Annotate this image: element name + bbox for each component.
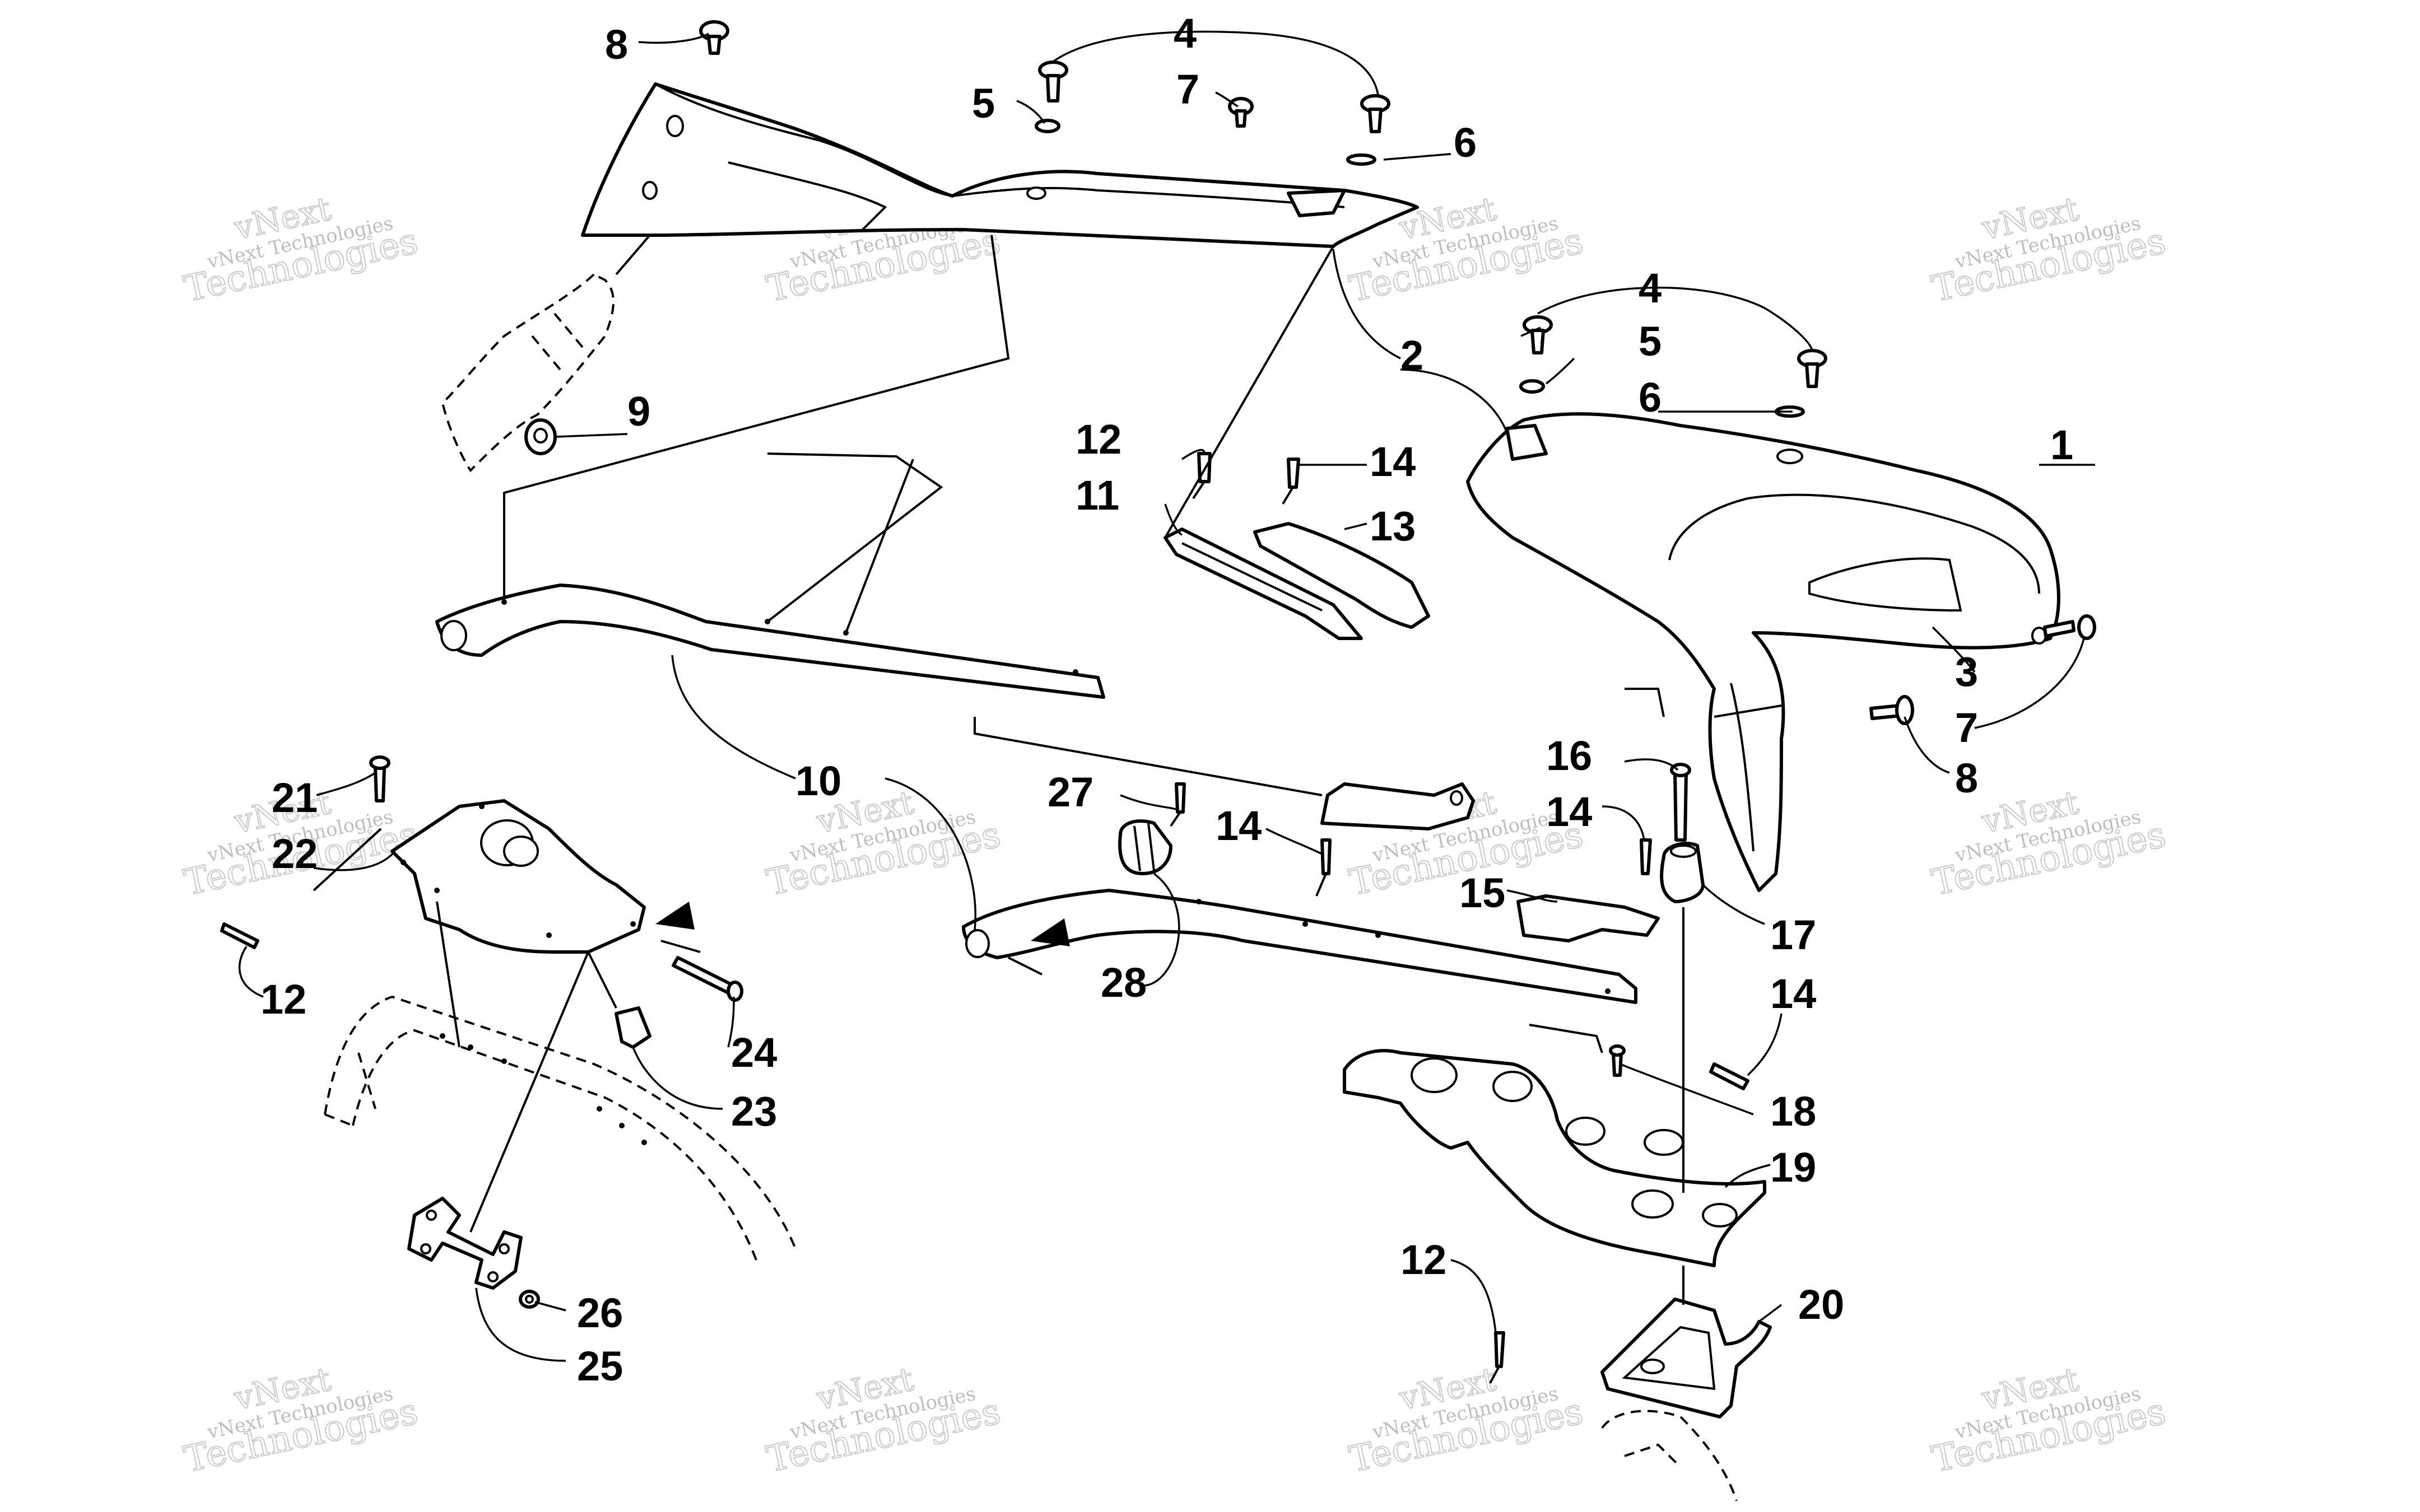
callout-14-middle: 14 [1216, 802, 1262, 849]
callout-12-top: 12 [1076, 416, 1121, 463]
callout-18: 18 [1770, 1088, 1816, 1135]
callout-17: 17 [1770, 912, 1816, 958]
watermark: vNext vNext Technologies Technologies [762, 1360, 1004, 1482]
leader-lines [238, 30, 2095, 1362]
washer-6-top [1346, 153, 1376, 166]
rail-upper [435, 584, 1105, 699]
callout-3: 3 [1955, 648, 1978, 695]
callout-15: 15 [1459, 870, 1505, 916]
callout-8-right: 8 [1955, 755, 1978, 801]
callout-1: 1 [2050, 422, 2073, 468]
bracket-center [1320, 782, 1475, 830]
bracket-22 [390, 799, 646, 954]
rivet-27 [1170, 782, 1186, 827]
callout-19: 19 [1770, 1144, 1816, 1191]
watermark: vNext vNext Technologies Technologies [1928, 1360, 2170, 1482]
screw-21 [369, 755, 390, 802]
watermark: vNext vNext Technologies Technologies [180, 1360, 422, 1482]
callout-6-right: 6 [1639, 374, 1662, 421]
screw-4-right-right [1797, 349, 1827, 388]
callout-20: 20 [1798, 1281, 1844, 1328]
dashed-frame-lower-left [324, 995, 797, 1261]
callout-16: 16 [1546, 732, 1592, 779]
watermark: vNext vNext Technologies Technologies [180, 189, 422, 311]
rivet-14-right [1640, 838, 1652, 875]
callout-4-right: 4 [1639, 265, 1662, 311]
callout-24: 24 [731, 1029, 777, 1076]
dashed-bracket-upper-left [441, 273, 615, 473]
callout-14-top: 14 [1370, 438, 1416, 485]
right-side-panel [1466, 412, 2060, 892]
callout-10: 10 [795, 758, 841, 804]
screw-4-top-right [1360, 94, 1390, 133]
plate-19 [1343, 1049, 1766, 1267]
rivet-14-middle [1315, 838, 1332, 897]
callout-6-top: 6 [1454, 119, 1477, 166]
callout-13: 13 [1370, 503, 1416, 549]
callout-labels: 8 4 5 7 6 9 2 4 5 6 1 3 7 8 12 11 14 13 … [260, 10, 2073, 1389]
callout-23: 23 [731, 1088, 777, 1135]
screw-8-top [699, 20, 729, 55]
callout-2: 2 [1400, 332, 1423, 379]
callout-26: 26 [577, 1290, 623, 1336]
callout-22: 22 [272, 830, 318, 877]
washer-5-top [1035, 119, 1060, 133]
callout-11: 11 [1076, 472, 1119, 519]
callout-12-lower: 12 [1400, 1236, 1446, 1283]
callout-5-top: 5 [972, 80, 995, 127]
nut-9 [524, 418, 557, 455]
screw-7-top [1228, 97, 1254, 128]
callout-9: 9 [627, 388, 650, 435]
bracket-15 [1516, 894, 1660, 942]
screw-7-right [2043, 614, 2096, 640]
mount-17 [1660, 842, 1705, 903]
callout-12-left: 12 [260, 976, 306, 1023]
screw-18 [1609, 1044, 1626, 1077]
watermark: vNext vNext Technologies Technologies [1345, 1360, 1587, 1482]
callout-4-top: 4 [1174, 10, 1197, 57]
callout-21: 21 [272, 774, 318, 821]
callout-5-right: 5 [1639, 318, 1662, 365]
callout-28: 28 [1101, 959, 1147, 1006]
callout-7-right: 7 [1955, 704, 1978, 751]
nut-26 [519, 1290, 540, 1309]
callout-14-right: 14 [1546, 788, 1592, 835]
screw-8-right [1869, 695, 1914, 725]
plate-25 [407, 1197, 523, 1290]
screw-4-right-left [1523, 315, 1553, 354]
rivet-14-upper [1282, 458, 1300, 505]
screw-4-top-left [1038, 60, 1068, 102]
washer-5-right [1519, 379, 1545, 394]
bracket-20 [1600, 1298, 1772, 1418]
bracket-11 [1164, 528, 1363, 640]
callout-14-lower-right: 14 [1770, 970, 1816, 1017]
rivet-14-lower-right [1709, 1062, 1749, 1090]
watermark: vNext vNext Technologies Technologies [762, 783, 1004, 905]
left-side-panel [581, 82, 1419, 248]
callout-25: 25 [577, 1343, 623, 1389]
rail-lower [962, 889, 1637, 1004]
bumper-28 [1118, 819, 1172, 875]
dashed-body-lower-right [1601, 1410, 1738, 1501]
rivet-12-lower [1489, 1331, 1505, 1384]
callout-27: 27 [1048, 769, 1093, 815]
rivet-12-left [220, 922, 259, 949]
screw-24 [672, 956, 743, 1002]
callout-7-top: 7 [1176, 66, 1199, 113]
clip-23 [615, 1006, 651, 1049]
watermark: vNext vNext Technologies Technologies [1928, 189, 2170, 311]
callout-8-top: 8 [605, 21, 628, 68]
screw-16 [1670, 763, 1691, 842]
bracket-13 [1253, 522, 1430, 629]
